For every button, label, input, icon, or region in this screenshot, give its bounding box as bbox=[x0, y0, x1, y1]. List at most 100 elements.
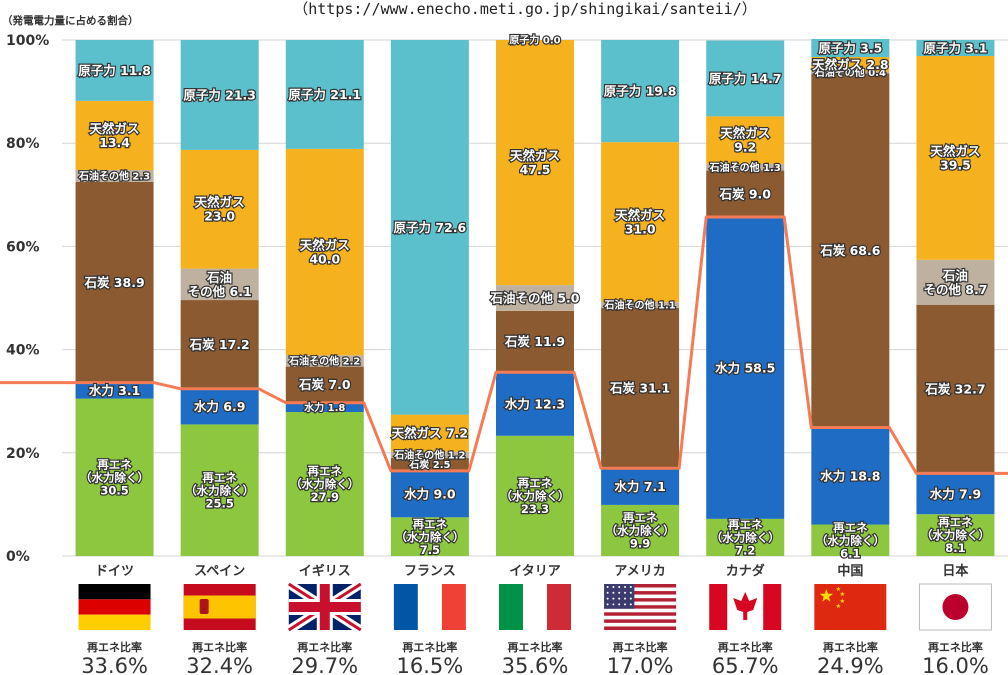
segment-label-coal: 石炭 17.2 bbox=[189, 337, 250, 352]
renewable-share-value: 24.9% bbox=[817, 654, 884, 675]
segment-label-oil: 石油その他 8.7 bbox=[923, 268, 987, 297]
renewable-share-value: 65.7% bbox=[712, 654, 779, 675]
segment-label-oil: 石油その他 2.3 bbox=[78, 170, 150, 183]
bar-segment-gas bbox=[180, 149, 259, 269]
segment-label-oil: 石油その他 1.1 bbox=[604, 299, 676, 312]
renewable-share-caption: 再エネ比率 bbox=[928, 640, 983, 654]
bar-segment-coal bbox=[496, 310, 574, 373]
segment-label-renew: 再エネ（水力除く）25.5 bbox=[185, 470, 254, 510]
bar-segment-coal bbox=[601, 307, 680, 469]
renewable-share-line bbox=[0, 215, 1008, 475]
bar-segment-nuclear bbox=[75, 40, 154, 101]
renewable-share-caption: 再エネ比率 bbox=[718, 640, 773, 654]
stacked-bars bbox=[75, 38, 995, 556]
bar-segment-coal bbox=[390, 457, 469, 471]
bar-segment-renew bbox=[706, 518, 785, 556]
bar-segment-renew bbox=[811, 524, 890, 556]
bar-segment-nuclear bbox=[285, 40, 364, 149]
bar-segment-coal bbox=[285, 366, 364, 403]
renewable-share-value: 29.7% bbox=[291, 654, 358, 675]
country-label: フランス bbox=[404, 564, 456, 579]
bar-segment-hydro bbox=[601, 468, 680, 505]
segment-label-oil: 石油その他 1.3 bbox=[709, 161, 781, 174]
segment-label-oil: 石油その他 6.1 bbox=[188, 270, 252, 299]
bar-segment-oil bbox=[706, 163, 785, 171]
y-tick-label: 40% bbox=[6, 343, 40, 359]
renewable-share-caption: 再エネ比率 bbox=[823, 640, 878, 654]
bar-segment-gas bbox=[811, 57, 890, 72]
bar-segment-coal bbox=[706, 170, 785, 217]
segment-label-nuclear: 原子力 3.1 bbox=[923, 40, 987, 55]
y-tick-label: 100% bbox=[6, 33, 49, 49]
uk-flag bbox=[286, 580, 364, 634]
france-flag bbox=[393, 584, 466, 630]
bar-segment-renew bbox=[285, 412, 364, 556]
renewable-share-caption: 再エネ比率 bbox=[613, 640, 668, 654]
country-label: 日本 bbox=[942, 563, 968, 579]
segment-label-nuclear: 原子力 3.5 bbox=[818, 40, 882, 55]
renewable-share-caption: 再エネ比率 bbox=[297, 640, 352, 654]
bar-segment-nuclear bbox=[916, 40, 995, 56]
country-label: アメリカ bbox=[614, 564, 665, 579]
bar-segment-oil bbox=[811, 71, 890, 74]
bar-segment-hydro bbox=[285, 402, 364, 413]
renewable-share-value: 16.0% bbox=[922, 654, 989, 675]
segment-label-coal: 石炭 32.7 bbox=[924, 382, 985, 397]
y-axis-label: （発電電力量に占める割合） bbox=[2, 14, 139, 27]
bar-segment-nuclear bbox=[390, 40, 469, 415]
renewable-share-value: 33.6% bbox=[81, 654, 148, 675]
renewable-share-caption: 再エネ比率 bbox=[87, 640, 142, 654]
bar-segment-gas bbox=[285, 148, 364, 356]
china-flag bbox=[814, 584, 887, 630]
bar-segment-oil bbox=[390, 451, 469, 458]
bar-segment-gas bbox=[496, 40, 574, 286]
renewable-share-value: 17.0% bbox=[607, 654, 674, 675]
segment-label-nuclear: 原子力 0.0 bbox=[509, 34, 560, 47]
bar-segment-nuclear bbox=[811, 38, 890, 58]
bar-segment-coal bbox=[180, 300, 259, 389]
renewable-share-value: 32.4% bbox=[186, 654, 253, 675]
germany-flag bbox=[78, 584, 151, 630]
segment-label-nuclear: 原子力 19.8 bbox=[604, 84, 677, 99]
bar-segment-gas bbox=[706, 116, 785, 164]
y-tick-label: 0% bbox=[6, 549, 30, 565]
segment-label-coal: 石炭 38.9 bbox=[83, 275, 144, 290]
bar-segment-hydro bbox=[811, 427, 890, 525]
renewable-share-values: 再エネ比率33.6%再エネ比率32.4%再エネ比率29.7%再エネ比率16.5%… bbox=[81, 640, 989, 675]
segment-label-renew: 再エネ（水力除く）23.3 bbox=[501, 476, 570, 516]
segment-label-hydro: 水力 18.8 bbox=[820, 469, 880, 484]
bar-segment-oil bbox=[285, 355, 364, 367]
segment-label-nuclear: 原子力 21.3 bbox=[183, 87, 256, 102]
segment-label-oil: 石油その他 0.4 bbox=[814, 66, 886, 79]
bar-segment-hydro bbox=[706, 216, 785, 519]
segment-label-coal: 石炭 68.6 bbox=[819, 243, 880, 258]
segment-label-gas: 天然ガス 7.2 bbox=[392, 426, 469, 441]
country-label: カナダ bbox=[726, 563, 765, 579]
segment-label-renew: 再エネ（水力除く）27.9 bbox=[290, 464, 359, 504]
segment-label-gas: 天然ガス 2.8 bbox=[812, 57, 889, 72]
source-note: （https://www.enecho.meti.go.jp/shingikai… bbox=[293, 0, 756, 18]
country-label: 中国 bbox=[837, 563, 863, 579]
segment-label-hydro: 水力 7.9 bbox=[930, 486, 982, 501]
segment-label-oil: 石油その他 5.0 bbox=[490, 291, 580, 306]
bar-segment-coal bbox=[916, 304, 995, 474]
bar-segment-gas bbox=[916, 55, 995, 260]
bar-segment-hydro bbox=[180, 388, 259, 425]
bar-segment-gas bbox=[390, 414, 469, 452]
bar-segment-coal bbox=[811, 73, 890, 428]
renewable-share-line-path bbox=[0, 215, 1008, 475]
bar-segment-hydro bbox=[390, 470, 469, 518]
bar-segment-oil bbox=[916, 259, 995, 305]
segment-label-renew: 再エネ（水力除く）8.1 bbox=[921, 515, 990, 555]
renewable-share-caption: 再エネ比率 bbox=[192, 640, 247, 654]
segment-label-renew: 再エネ（水力除く）6.1 bbox=[816, 520, 885, 560]
bar-segment-renew bbox=[496, 435, 574, 556]
segment-label-renew: 再エネ（水力除く）7.5 bbox=[395, 517, 464, 557]
renewable-share-value: 35.6% bbox=[502, 654, 569, 675]
segment-label-coal: 石炭 11.9 bbox=[504, 334, 565, 349]
bar-segment-oil bbox=[601, 302, 680, 308]
segment-label-hydro: 水力 6.9 bbox=[194, 399, 246, 414]
